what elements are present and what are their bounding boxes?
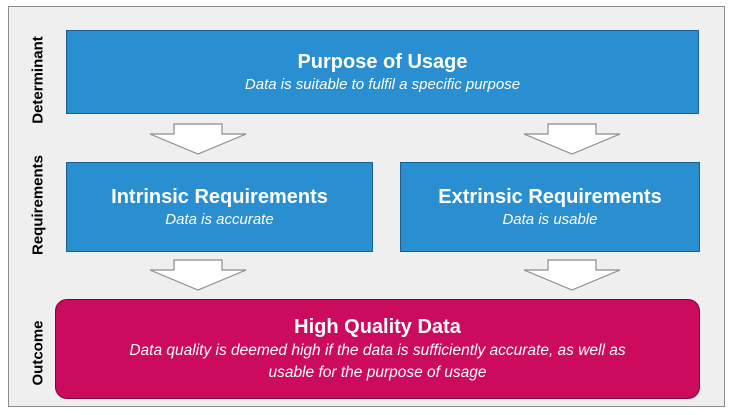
extrinsic-requirements-box: Extrinsic Requirements Data is usable [400,162,700,252]
high-quality-data-box: High Quality Data Data quality is deemed… [55,299,700,399]
outcome-subtitle-line1: Data quality is deemed high if the data … [129,342,626,359]
outcome-subtitle-line2: usable for the purpose of usage [268,364,487,381]
purpose-of-usage-box: Purpose of Usage Data is suitable to ful… [66,30,699,114]
intrinsic-title: Intrinsic Requirements [111,186,328,208]
determinant-label: Determinant [29,36,47,124]
intrinsic-requirements-box: Intrinsic Requirements Data is accurate [66,162,373,252]
down-arrow-icon [149,123,247,155]
outcome-label: Outcome [29,320,47,386]
intrinsic-subtitle: Data is accurate [165,211,274,228]
extrinsic-subtitle: Data is usable [502,211,598,228]
purpose-title: Purpose of Usage [297,51,468,73]
requirements-label: Requirements [29,154,47,256]
outcome-title: High Quality Data [294,316,461,338]
down-arrow-icon [523,259,621,291]
down-arrow-icon [149,259,247,291]
down-arrow-icon [523,123,621,155]
purpose-subtitle: Data is suitable to fulfil a specific pu… [244,76,521,93]
extrinsic-title: Extrinsic Requirements [438,186,662,208]
